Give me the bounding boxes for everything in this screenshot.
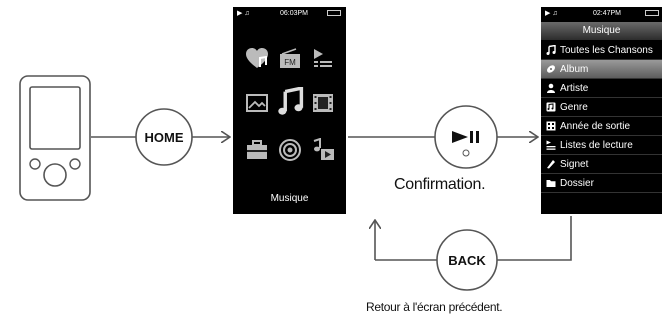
calendar-icon [546,121,556,131]
clock: 06:03PM [280,10,309,17]
play-pause-button[interactable] [434,105,498,169]
music-note-icon[interactable] [277,87,305,117]
folder-icon [546,180,556,187]
menu-item-label: Dossier [560,178,594,189]
menu-item-album[interactable]: Album [541,60,662,79]
podcast-icon[interactable] [278,138,302,162]
bookmark-icon [547,160,555,169]
menu-item-annee-de-sortie[interactable]: Année de sortie [541,117,662,136]
confirmation-caption: Confirmation. [394,176,486,193]
menu-item-label: Listes de lecture [560,140,633,151]
artist-icon [547,83,555,93]
menu-item-artiste[interactable]: Artiste [541,79,662,98]
menu-item-label: Album [560,64,589,75]
play-status-icon: ▶ ♫ [545,10,558,17]
pause-icon [470,131,473,143]
playlist-icon[interactable] [311,47,335,71]
menu-item-listes-de-lecture[interactable]: Listes de lecture [541,136,662,155]
menu-item-genre[interactable]: Genre [541,98,662,117]
music-menu-screen: ▶ ♫ 02:47PM Musique Toutes les Chansons … [541,7,662,214]
genre-icon [546,102,556,112]
back-caption: Retour à l'écran précédent. [366,300,503,314]
back-button-label: BACK [448,253,486,268]
fm-radio-icon[interactable]: FM [278,47,302,71]
menu-item-label: Signet [560,159,589,170]
menu-item-label: Toutes les Chansons [560,45,653,56]
music-menu-title: Musique [541,22,662,40]
menu-item-dossier[interactable]: Dossier [541,174,662,193]
home-menu-screen: ▶ ♫ 06:03PM FM [233,7,346,214]
play-status-icon: ▶ ♫ [237,10,250,17]
menu-item-signet[interactable]: Signet [541,155,662,174]
battery-icon [327,10,341,16]
svg-text:FM: FM [284,58,296,67]
home-button-label: HOME [145,130,184,145]
play-icon [452,131,468,143]
walkman-device [19,75,91,201]
music-note-icon [546,45,556,55]
menu-item-toutes-les-chansons[interactable]: Toutes les Chansons [541,41,662,60]
toolbox-icon[interactable] [245,138,269,162]
back-button[interactable] [436,229,498,291]
menu-item-label: Année de sortie [560,121,631,132]
battery-icon [645,10,659,16]
heart-music-icon[interactable] [245,47,269,71]
menu-item-label: Genre [560,102,588,113]
home-button[interactable] [135,108,193,166]
video-icon[interactable] [311,91,335,115]
photo-icon[interactable] [245,91,269,115]
album-icon [547,65,555,73]
playlist-icon [546,140,556,150]
home-menu-label: Musique [270,193,309,204]
now-playing-icon[interactable] [311,138,335,162]
back-line [497,216,572,261]
clock: 02:47PM [593,10,622,17]
menu-item-label: Artiste [560,83,589,94]
